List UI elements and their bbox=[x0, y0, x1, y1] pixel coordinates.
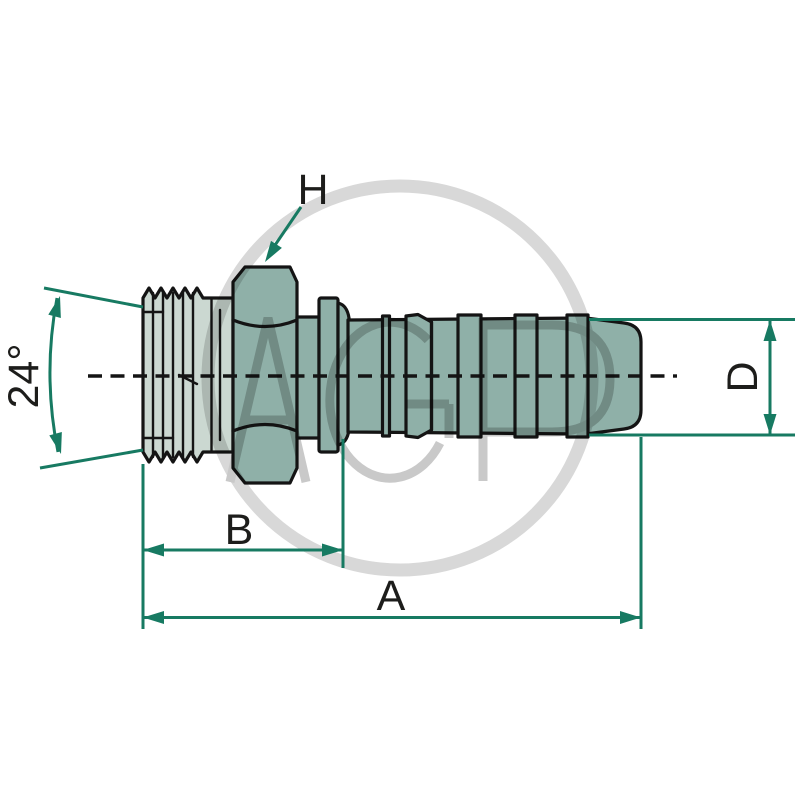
hex-arrowhead bbox=[265, 240, 282, 262]
cone-line-upper bbox=[43, 286, 144, 309]
label-diameter-d: D bbox=[719, 361, 767, 392]
cone-angle-arc bbox=[48, 297, 60, 453]
watermark bbox=[201, 179, 615, 577]
arc-arrow-top bbox=[48, 296, 61, 318]
dimension-arrowheads bbox=[48, 240, 777, 624]
label-length-b: B bbox=[225, 506, 254, 554]
watermark-circle bbox=[201, 179, 599, 577]
b-arrow-left bbox=[143, 543, 164, 557]
watermark-text bbox=[225, 316, 615, 484]
d-arrow-bottom bbox=[763, 414, 777, 435]
hex-leader-line bbox=[269, 206, 303, 252]
a-arrow-right bbox=[620, 611, 641, 624]
arc-arrow-bottom bbox=[49, 432, 62, 454]
d-arrow-top bbox=[763, 320, 777, 341]
watermark-letter-g bbox=[325, 317, 454, 483]
label-cone-angle: 24° bbox=[0, 343, 48, 408]
dimension-labels: H 24° B A D bbox=[0, 166, 767, 620]
watermark-letter-p bbox=[478, 318, 615, 481]
b-arrow-right bbox=[322, 543, 343, 557]
cone-line-lower bbox=[39, 448, 144, 470]
label-length-a: A bbox=[377, 572, 406, 620]
label-hex-width: H bbox=[297, 166, 328, 214]
hex-nut bbox=[231, 265, 299, 485]
watermark-letter-a bbox=[225, 316, 311, 484]
a-arrow-left bbox=[143, 611, 164, 624]
